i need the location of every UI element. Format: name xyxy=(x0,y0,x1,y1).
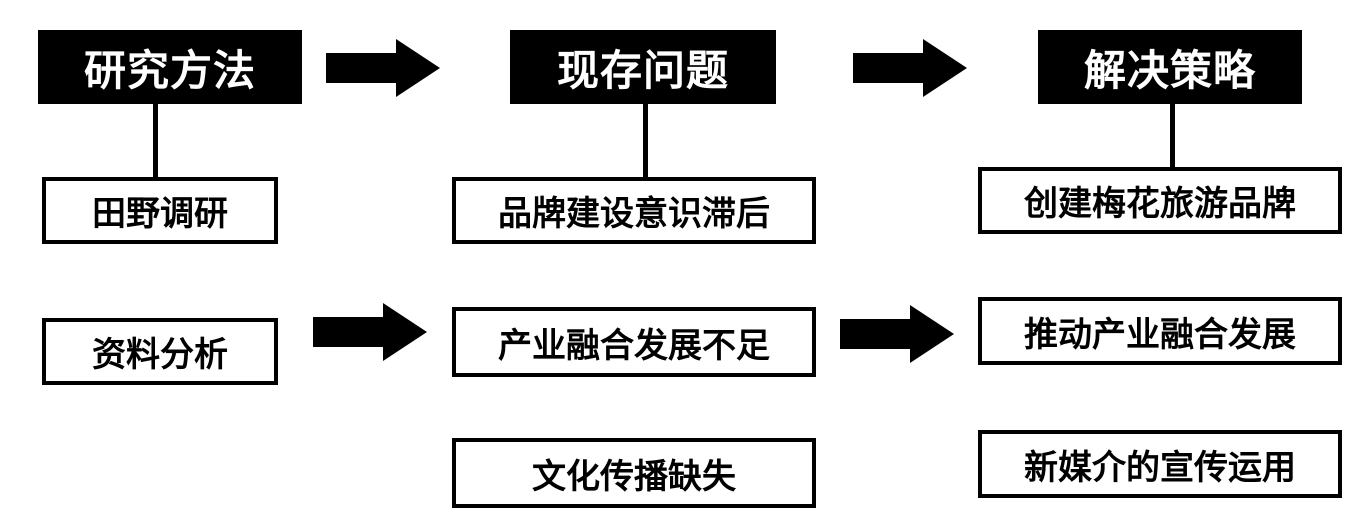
box-new-media-promotion: 新媒介的宣传运用 xyxy=(978,430,1342,498)
box-promote-industry-integration: 推动产业融合发展 xyxy=(978,297,1342,365)
arrow-right-icon xyxy=(853,39,967,97)
box-data-analysis: 资料分析 xyxy=(42,318,278,385)
arrow-right-icon xyxy=(840,305,954,363)
header-solution-strategy: 解决策略 xyxy=(1038,30,1302,104)
header-existing-problems: 现存问题 xyxy=(510,30,776,104)
connector-line-research-method xyxy=(153,104,158,180)
connector-line-solution-strategy xyxy=(1170,104,1175,172)
box-cultural-dissemination-missing: 文化传播缺失 xyxy=(452,438,816,508)
box-brand-awareness-lag: 品牌建设意识滞后 xyxy=(452,177,816,244)
box-create-plum-tourism-brand: 创建梅花旅游品牌 xyxy=(978,167,1342,234)
box-industry-integration-lacking: 产业融合发展不足 xyxy=(452,307,816,377)
arrow-right-icon xyxy=(326,39,440,97)
header-research-method: 研究方法 xyxy=(38,30,302,104)
connector-line-existing-problems xyxy=(643,104,648,180)
box-field-research: 田野调研 xyxy=(42,177,278,244)
arrow-right-icon xyxy=(313,303,427,361)
